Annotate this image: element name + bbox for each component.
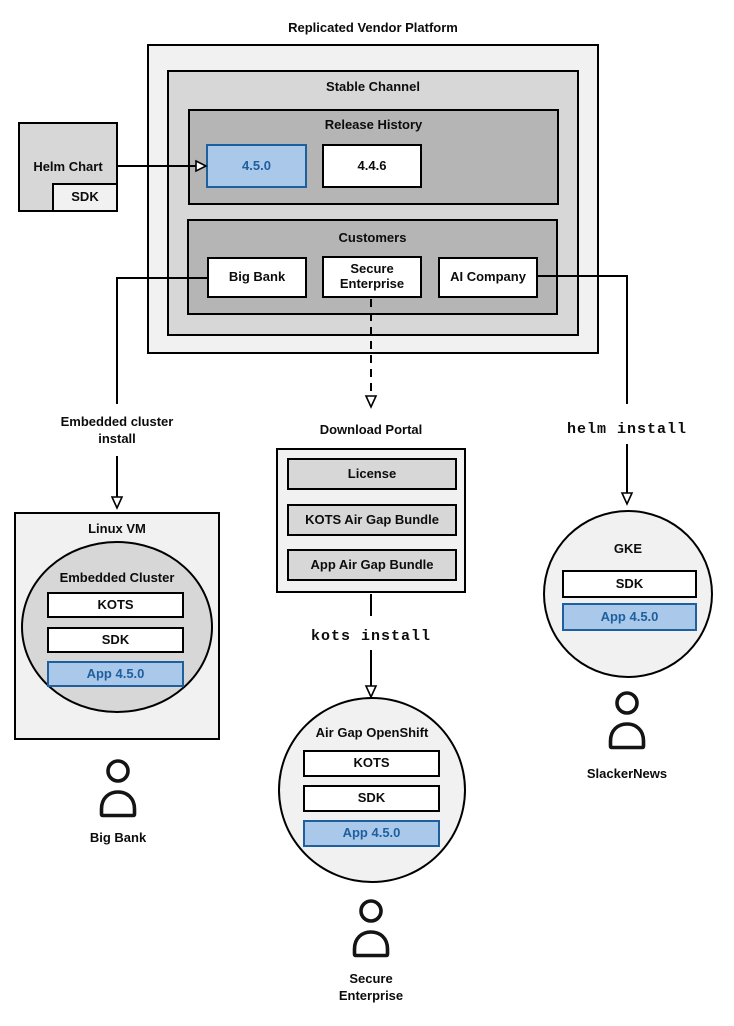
- stable-channel-label: Stable Channel: [326, 79, 420, 94]
- left-sdk-chip: SDK: [47, 627, 184, 653]
- slackernews-person-icon: [603, 690, 651, 755]
- airgap-openshift-label: Air Gap OpenShift: [315, 725, 429, 740]
- middle-sdk-chip: SDK: [303, 785, 440, 812]
- release-446-chip: 4.4.6: [322, 144, 422, 188]
- download-portal-label: Download Portal: [319, 422, 423, 437]
- left-kots-chip: KOTS: [47, 592, 184, 618]
- customer-big-bank-chip: Big Bank: [207, 257, 307, 298]
- arrowhead-helm-install: [620, 492, 634, 506]
- linux-vm-label: Linux VM: [88, 521, 146, 536]
- customer-ai-company-chip: AI Company: [438, 257, 538, 298]
- release-history-label: Release History: [324, 117, 423, 132]
- kots-install-command: kots install: [310, 628, 432, 645]
- arrowhead-kots-install: [364, 685, 378, 699]
- arrowhead-download-portal: [364, 395, 378, 409]
- gke-label: GKE: [613, 541, 643, 556]
- big-bank-person-icon: [94, 758, 142, 823]
- customer-secure-enterprise-chip: Secure Enterprise: [322, 256, 422, 298]
- secure-enterprise-persona-label: Secure Enterprise: [338, 971, 404, 1003]
- right-sdk-chip: SDK: [562, 570, 697, 598]
- license-chip: License: [287, 458, 457, 490]
- app-airgap-bundle-chip: App Air Gap Bundle: [287, 549, 457, 581]
- big-bank-persona-label: Big Bank: [89, 830, 147, 845]
- arrowhead-embedded-install: [110, 496, 124, 510]
- embedded-cluster-install-label: Embedded cluster install: [60, 414, 174, 446]
- diagram-title: Replicated Vendor Platform: [288, 20, 458, 35]
- customers-label: Customers: [338, 230, 407, 245]
- helm-chart-label: Helm Chart: [33, 159, 103, 174]
- middle-app-chip: App 4.5.0: [303, 820, 440, 847]
- release-450-chip: 4.5.0: [206, 144, 307, 188]
- kots-airgap-bundle-chip: KOTS Air Gap Bundle: [287, 504, 457, 536]
- embedded-cluster-label: Embedded Cluster: [59, 570, 175, 585]
- right-app-chip: App 4.5.0: [562, 603, 697, 631]
- left-app-chip: App 4.5.0: [47, 661, 184, 687]
- slackernews-persona-label: SlackerNews: [586, 766, 668, 781]
- secure-enterprise-person-icon: [347, 898, 395, 963]
- helm-install-command: helm install: [566, 421, 688, 438]
- helm-sdk-chip: SDK: [52, 183, 118, 212]
- middle-kots-chip: KOTS: [303, 750, 440, 777]
